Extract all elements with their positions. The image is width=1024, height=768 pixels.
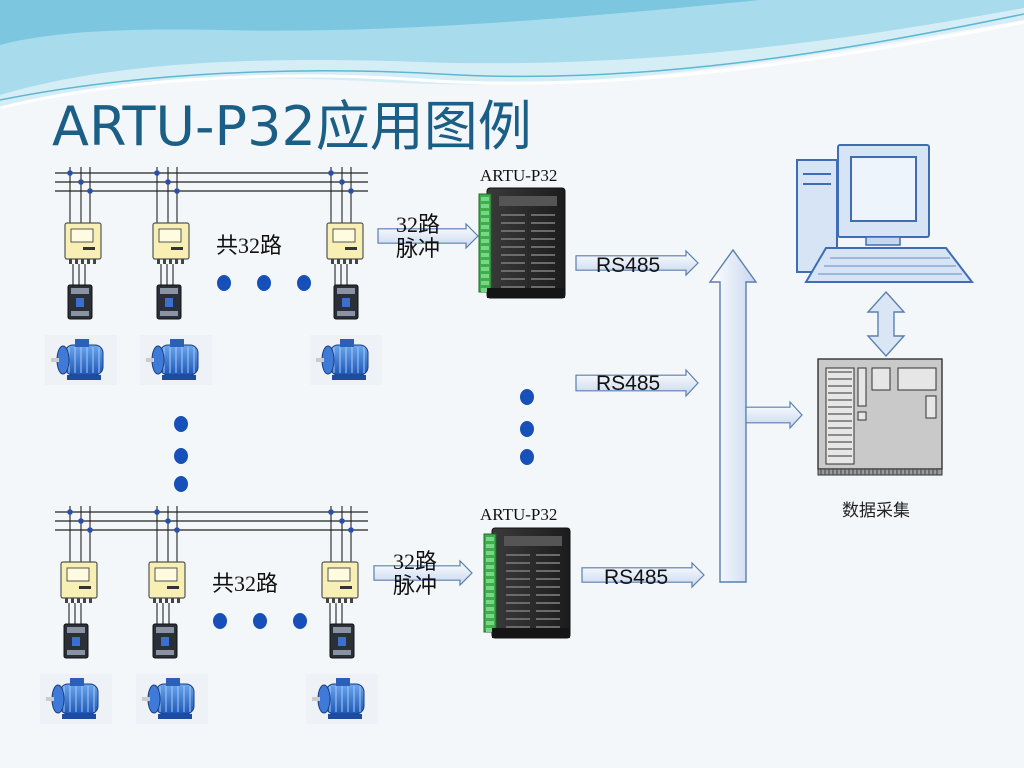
pulse-label-lower-line1: 32路: [393, 549, 438, 574]
motor-icon: [136, 674, 208, 724]
ellipsis-vertical-left: [174, 416, 188, 492]
ellipsis-dot: [253, 613, 267, 629]
pulse-arrow-lower: [373, 559, 473, 587]
energy-meter-icon: [326, 222, 364, 264]
slide-title: ARTU-P32应用图例: [52, 95, 532, 158]
computer-icon: [796, 144, 975, 283]
rs485-arrow-middle: [575, 368, 699, 398]
ellipsis-vertical-middle: [520, 389, 534, 465]
ellipsis-dot: [213, 613, 227, 629]
pulse-label-upper-line2: 脉冲: [396, 236, 441, 261]
ellipsis-dot: [297, 275, 311, 291]
motor-icon: [140, 335, 212, 385]
energy-meter-icon: [321, 561, 359, 603]
pulse-arrow-upper: [377, 222, 479, 250]
pulse-label-upper-line1: 32路: [396, 212, 441, 237]
motor-icon: [45, 335, 117, 385]
to-collector-arrow: [745, 400, 803, 430]
breaker-icon: [152, 623, 178, 659]
breaker-icon: [156, 284, 182, 320]
breaker-icon: [333, 284, 359, 320]
ellipsis-dot: [520, 389, 534, 405]
breaker-icon: [63, 623, 89, 659]
collector-caption: 数据采集: [842, 501, 910, 521]
bus-up-arrow: [708, 248, 803, 583]
ellipsis-dot: [174, 476, 188, 492]
pulse-label-lower: 32路 脉冲: [393, 550, 437, 598]
breaker-icon: [67, 284, 93, 320]
device-label-lower: ARTU-P32: [480, 505, 558, 524]
motor-icon: [310, 335, 382, 385]
group-upper: [45, 167, 699, 385]
double-arrow-shape: [866, 290, 906, 358]
ellipsis-dot: [520, 421, 534, 437]
energy-meter-icon: [152, 222, 190, 264]
rs485-arrow-lower: [581, 561, 705, 589]
acquisition-module-icon: [478, 187, 566, 299]
channel-label-lower: 共32路: [212, 571, 279, 596]
rs485-label-upper: RS485: [596, 254, 661, 277]
ellipsis-dot: [174, 448, 188, 464]
energy-meter-icon: [60, 561, 98, 603]
acquisition-module-icon: [483, 527, 571, 639]
energy-meter-icon: [64, 222, 102, 264]
energy-meter-icon: [148, 561, 186, 603]
computer-keyboard: [804, 247, 975, 283]
pulse-label-upper: 32路 脉冲: [396, 213, 440, 261]
ellipsis-dot: [293, 613, 307, 629]
bus-up-arrow-shape: [708, 248, 758, 583]
header-wave: [0, 0, 1024, 110]
channel-label-upper: 共32路: [216, 233, 283, 258]
device-label-upper: ARTU-P32: [480, 166, 558, 185]
rs485-arrow-upper: [575, 249, 699, 277]
motor-icon: [306, 674, 378, 724]
data-collector-icon: [817, 358, 943, 476]
motor-icon: [40, 674, 112, 724]
double-arrow-icon: [866, 290, 906, 358]
ellipsis-dot: [174, 416, 188, 432]
group-lower: [40, 506, 705, 724]
ellipsis-dot: [520, 449, 534, 465]
pulse-label-lower-line2: 脉冲: [393, 573, 438, 598]
ellipsis-dot: [217, 275, 231, 291]
breaker-icon: [329, 623, 355, 659]
rs485-arrow-middle-shape: [575, 368, 699, 398]
rs485-label-middle: RS485: [596, 372, 661, 395]
rs485-label-lower: RS485: [604, 566, 669, 589]
ellipsis-dot: [257, 275, 271, 291]
